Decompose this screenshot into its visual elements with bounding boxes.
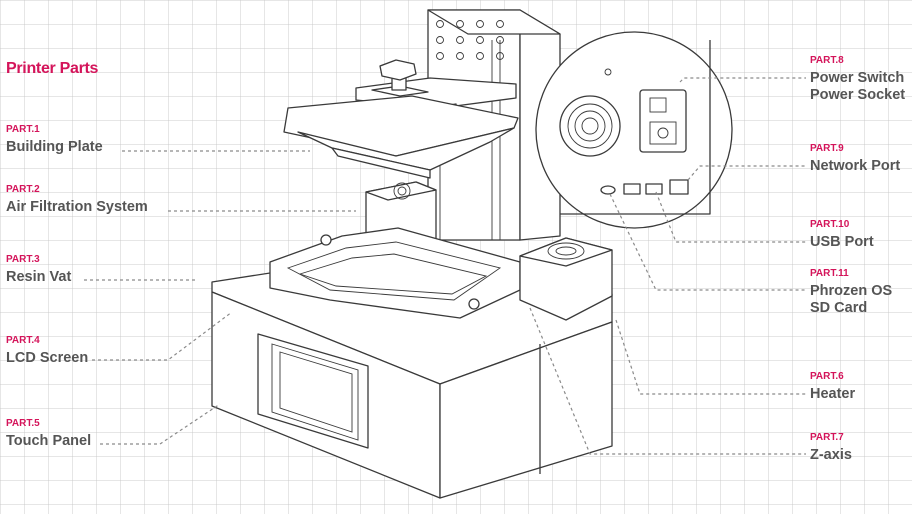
rear-panel-zoom — [535, 31, 733, 229]
build-plate-knob — [379, 59, 417, 81]
part-name: Z-axis — [810, 447, 852, 463]
part-number: PART.3 — [6, 254, 40, 265]
label-part-4: PART.4 LCD Screen — [6, 336, 88, 367]
label-part-9: PART.9 Network Port — [810, 144, 900, 175]
lcd-display — [271, 343, 359, 441]
part-name: Heater — [810, 386, 856, 402]
part-name: Resin Vat — [6, 269, 72, 285]
leader-part-4 — [92, 311, 233, 361]
diagram-title: Printer Parts — [6, 60, 99, 77]
part-number: PART.1 — [6, 124, 40, 135]
part-name: Power Switch — [810, 70, 905, 86]
part-name: Power Socket — [810, 87, 906, 103]
part-name: LCD Screen — [6, 350, 89, 366]
part-number: PART.4 — [6, 335, 40, 346]
part-number: PART.9 — [810, 143, 844, 154]
part-number: PART.10 — [810, 219, 850, 230]
label-part-3: PART.3 Resin Vat — [6, 255, 71, 286]
part-number: PART.7 — [810, 432, 844, 443]
part-number: PART.2 — [6, 184, 40, 195]
leader-part-7 — [529, 307, 806, 455]
part-name: USB Port — [810, 234, 874, 250]
label-part-7: PART.7 Z-axis — [810, 433, 852, 464]
leader-part-5 — [100, 403, 221, 445]
part-number: PART.11 — [810, 268, 849, 279]
usb-port-1-icon — [623, 183, 641, 195]
leader-part-11 — [609, 193, 806, 291]
label-part-10: PART.10 USB Port — [810, 220, 874, 251]
rear-panel-detail — [559, 40, 711, 215]
leader-part-6 — [615, 319, 806, 395]
network-port-icon — [669, 179, 689, 195]
part-name: Air Filtration System — [6, 199, 148, 215]
label-part-2: PART.2 Air Filtration System — [6, 185, 148, 216]
part-name: SD Card — [810, 300, 868, 316]
fan-grille-icon — [559, 95, 621, 157]
label-part-11: PART.11 Phrozen OS SD Card — [810, 269, 892, 317]
label-part-8: PART.8 Power Switch Power Socket — [810, 56, 905, 104]
part-name: Building Plate — [6, 139, 103, 155]
power-socket-icon — [639, 89, 687, 153]
label-part-1: PART.1 Building Plate — [6, 125, 103, 156]
label-part-5: PART.5 Touch Panel — [6, 419, 91, 450]
sd-slot-icon — [600, 185, 616, 195]
part-number: PART.6 — [810, 371, 844, 382]
part-name: Touch Panel — [6, 433, 92, 449]
part-number: PART.5 — [6, 418, 40, 429]
usb-port-2-icon — [645, 183, 663, 195]
leader-part-10 — [655, 191, 806, 243]
part-name: Network Port — [810, 158, 901, 174]
part-name: Phrozen OS — [810, 283, 893, 299]
tower-bolt-holes — [436, 20, 504, 60]
label-part-6: PART.6 Heater — [810, 372, 855, 403]
touch-panel-frame — [257, 333, 369, 449]
leader-part-9 — [687, 165, 806, 181]
leader-part-8 — [679, 77, 806, 83]
part-number: PART.8 — [810, 55, 844, 66]
